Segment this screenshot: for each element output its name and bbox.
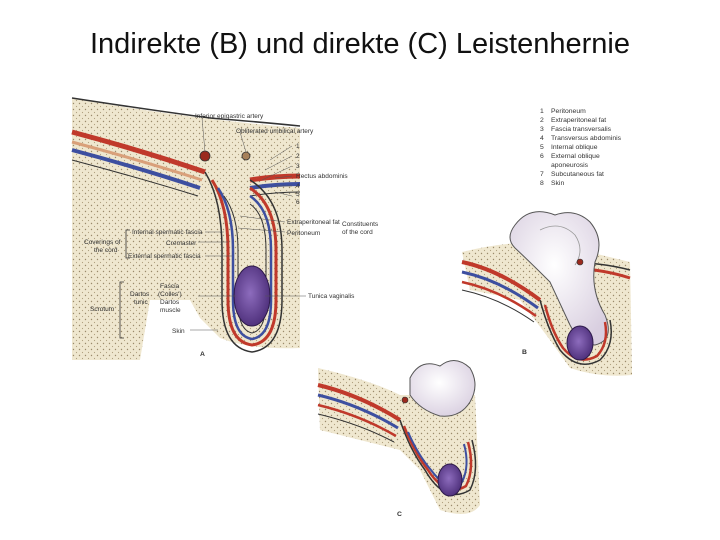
panel-a-testis	[233, 265, 271, 327]
label-inferior-epigastric-artery: Inferior epigastric artery	[195, 113, 264, 120]
label-layer-1: 1	[296, 143, 300, 150]
panel-b-intestinal-loop	[509, 211, 609, 346]
legend-text-2: Extraperitoneal fat	[551, 117, 606, 124]
label-internal-spermatic-fascia: Internal spermatic fascia	[132, 229, 203, 236]
label-dartos-2: tunic	[134, 299, 148, 306]
label-external-spermatic-fascia: External spermatic fascia	[128, 253, 201, 260]
label-coverings-1: Coverings of	[84, 239, 121, 246]
label-constituents-1: Constituents	[342, 221, 379, 228]
legend-text-6b: aponeurosis	[551, 162, 589, 169]
legend-text-6: External oblique	[551, 153, 600, 160]
label-obliterated-umbilical-artery: Obliterated umbilical artery	[236, 128, 314, 135]
label-fascia-3: Dartos	[160, 299, 180, 306]
legend: 1 Peritoneum 2 Extraperitoneal fat 3 Fas…	[540, 108, 622, 187]
panel-c: C	[317, 360, 480, 518]
label-layer-4: 4	[296, 183, 300, 190]
panel-a-skin-top	[71, 97, 301, 127]
obliterated-umbilical-artery-dot	[241, 151, 251, 161]
legend-text-3: Fascia transversalis	[551, 126, 612, 133]
legend-num-4: 4	[540, 135, 544, 142]
label-dartos-1: Dartos	[130, 291, 150, 298]
slide-title: Indirekte (B) und direkte (C) Leistenher…	[90, 28, 630, 60]
legend-num-6: 6	[540, 153, 544, 160]
panel-a: Inferior epigastric artery Obliterated u…	[71, 97, 379, 360]
panel-b-letter: B	[522, 349, 527, 356]
panel-b-testis	[566, 325, 594, 361]
panel-c-vessel	[401, 396, 409, 404]
label-rectus-abdominis: Rectus abdominis	[296, 173, 348, 180]
legend-text-1: Peritoneum	[551, 108, 586, 115]
label-cremaster: Cremaster	[166, 240, 197, 247]
legend-text-5: Internal oblique	[551, 144, 598, 151]
label-scrotum: Scrotum	[90, 306, 114, 313]
panel-c-testis	[437, 463, 463, 497]
label-skin: Skin	[172, 328, 185, 335]
panel-a-cord	[204, 171, 283, 353]
label-peritoneum: Peritoneum	[287, 230, 320, 237]
label-fascia-4: muscle	[160, 307, 181, 314]
panel-b-mesentery	[539, 225, 581, 266]
label-layer-2: 2	[296, 153, 300, 160]
label-fascia-1: Fascia	[160, 283, 180, 290]
panel-b-vessel	[576, 258, 584, 266]
label-tunica-vaginalis: Tunica vaginalis	[308, 293, 355, 300]
panel-a-wall-layers	[71, 129, 301, 197]
label-extraperitoneal-fat: Extraperitoneal fat	[287, 219, 340, 226]
scrotum-bracket	[119, 281, 124, 339]
legend-num-8: 8	[540, 180, 544, 187]
inferior-epigastric-artery-dot	[199, 150, 211, 162]
legend-num-7: 7	[540, 171, 544, 178]
label-constituents-2: of the cord	[342, 229, 373, 236]
panel-b: B	[461, 211, 632, 376]
coverings-bracket	[125, 229, 130, 259]
panel-a-leaders	[190, 117, 306, 331]
legend-num-1: 1	[540, 108, 544, 115]
legend-num-2: 2	[540, 117, 544, 124]
label-layer-3: 3	[296, 163, 300, 170]
label-layer-5: 5	[296, 191, 300, 198]
label-fascia-2: (Colles')	[158, 291, 182, 298]
panel-c-letter: C	[397, 511, 402, 518]
panel-c-wall-layers	[317, 383, 402, 443]
label-layer-6: 6	[296, 199, 300, 206]
legend-num-3: 3	[540, 126, 544, 133]
legend-num-5: 5	[540, 144, 544, 151]
legend-text-8: Skin	[551, 180, 564, 187]
legend-text-4: Transversus abdominis	[551, 135, 622, 142]
legend-text-7: Subcutaneous fat	[551, 171, 604, 178]
panel-c-hernia-bulge	[409, 360, 476, 417]
panel-a-letter: A	[200, 351, 205, 358]
label-coverings-2: the cord	[94, 247, 118, 254]
